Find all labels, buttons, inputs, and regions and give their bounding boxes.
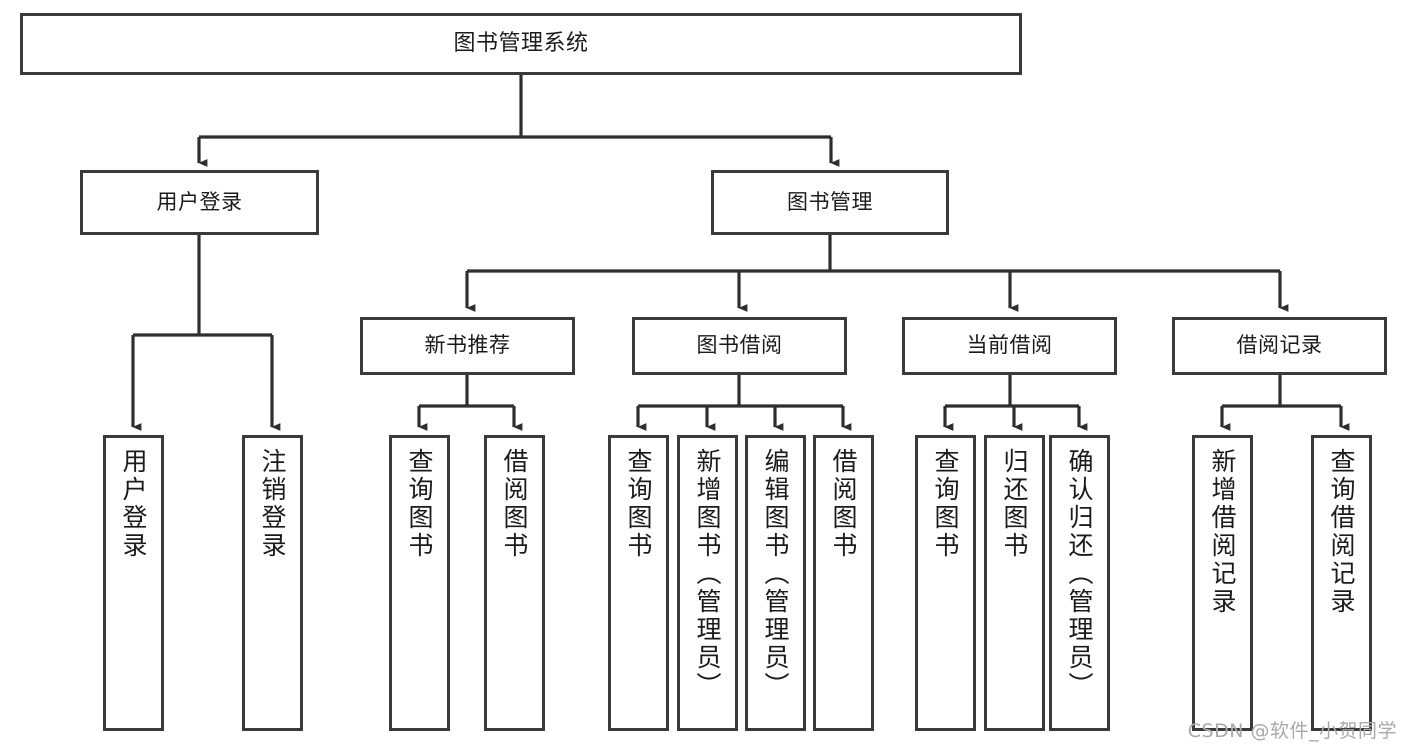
node-user-login[interactable]: 用户登录 [80, 170, 319, 235]
node-label: 图书借阅 [696, 333, 783, 358]
node-borrow-record[interactable]: 借阅记录 [1172, 317, 1387, 375]
node-label: 借阅图书 [829, 448, 858, 560]
leaf-add-borrow-record[interactable]: 新增借阅记录 [1192, 435, 1253, 731]
leaf-edit-book-admin[interactable]: 编辑图书（管理员） [745, 435, 806, 731]
leaf-user-login[interactable]: 用户登录 [103, 435, 164, 731]
node-label: 用户登录 [119, 448, 148, 560]
node-label: 借阅记录 [1236, 333, 1323, 358]
node-label: 新增借阅记录 [1208, 448, 1237, 616]
node-label: 注销登录 [258, 448, 287, 560]
node-label: 新书推荐 [424, 333, 511, 358]
leaf-confirm-return-admin[interactable]: 确认归还（管理员） [1049, 435, 1110, 731]
node-label: 新增图书（管理员） [693, 448, 722, 700]
node-label: 查询图书 [931, 448, 960, 560]
node-label: 查询图书 [405, 448, 434, 560]
leaf-query-book-current[interactable]: 查询图书 [915, 435, 976, 731]
node-label: 归还图书 [1000, 448, 1029, 560]
node-label: 借阅图书 [500, 448, 529, 560]
leaf-logout[interactable]: 注销登录 [242, 435, 303, 731]
node-book-borrow[interactable]: 图书借阅 [632, 317, 847, 375]
node-label: 编辑图书（管理员） [761, 448, 790, 700]
node-book-management[interactable]: 图书管理 [711, 170, 949, 235]
node-new-book-recommend[interactable]: 新书推荐 [360, 317, 575, 375]
node-label: 图书管理 [787, 189, 873, 214]
leaf-return-book[interactable]: 归还图书 [984, 435, 1045, 731]
node-label: 当前借阅 [966, 333, 1053, 358]
node-label: 图书管理系统 [453, 30, 589, 56]
watermark-text: CSDN @软件_小贺同学 [1187, 720, 1397, 742]
node-root-system[interactable]: 图书管理系统 [20, 13, 1022, 75]
node-current-borrow[interactable]: 当前借阅 [902, 317, 1117, 375]
leaf-borrow-book-recommend[interactable]: 借阅图书 [484, 435, 545, 731]
leaf-query-borrow-record[interactable]: 查询借阅记录 [1311, 435, 1372, 731]
leaf-add-book-admin[interactable]: 新增图书（管理员） [677, 435, 738, 731]
node-label: 用户登录 [156, 189, 243, 214]
leaf-borrow-book[interactable]: 借阅图书 [813, 435, 874, 731]
node-label: 确认归还（管理员） [1065, 448, 1094, 700]
node-label: 查询图书 [624, 448, 653, 560]
node-label: 查询借阅记录 [1327, 448, 1356, 616]
leaf-query-book-recommend[interactable]: 查询图书 [389, 435, 450, 731]
leaf-query-book-borrow[interactable]: 查询图书 [608, 435, 669, 731]
